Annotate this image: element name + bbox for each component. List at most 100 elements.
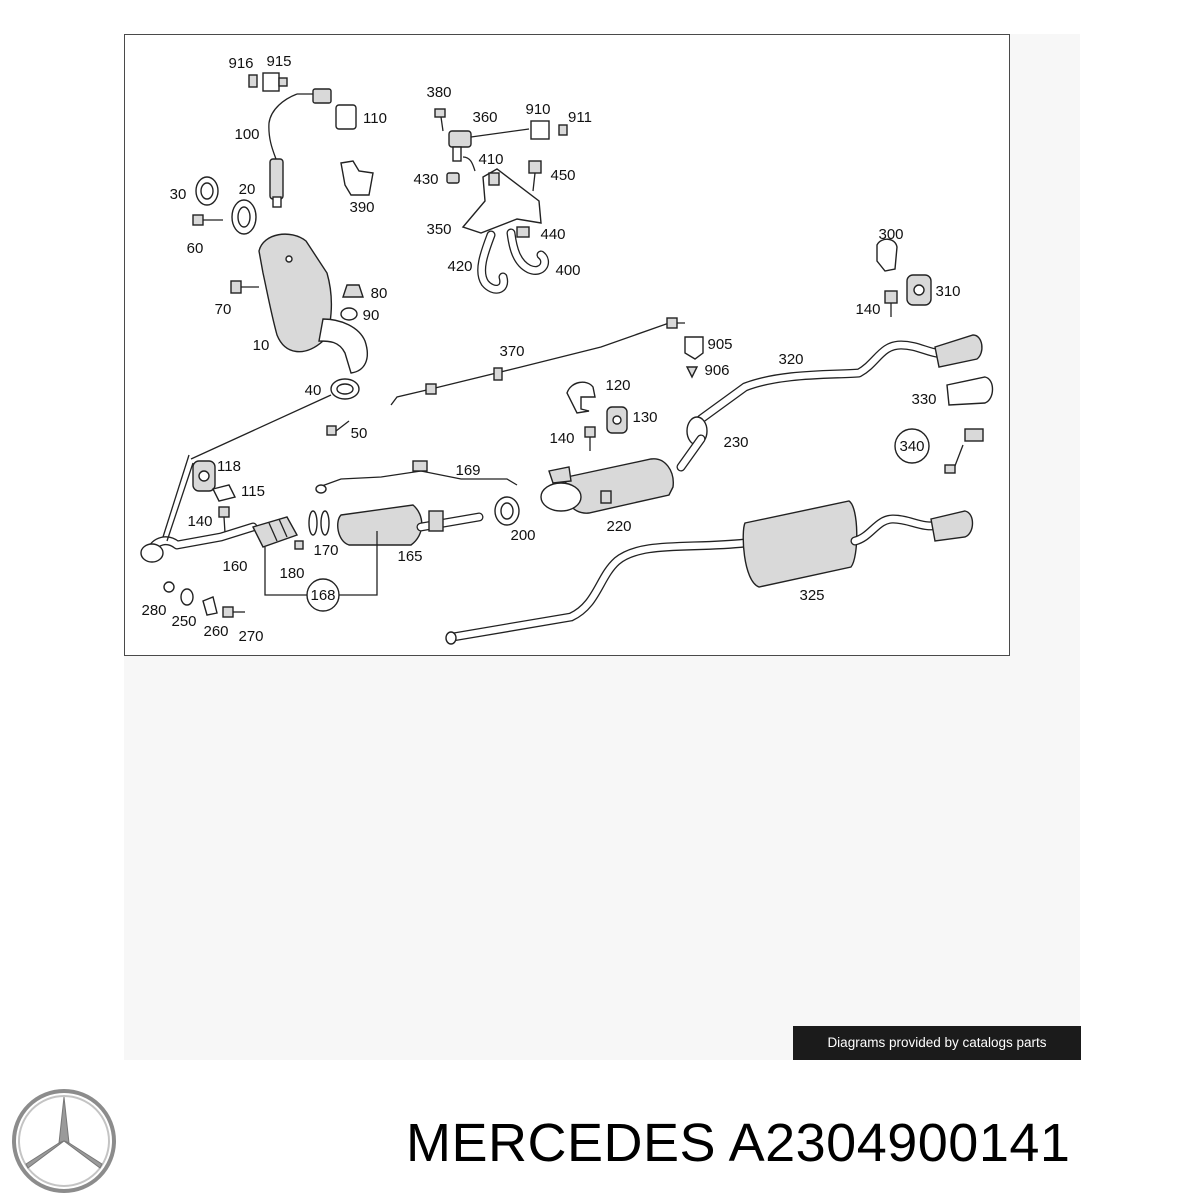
callout-label: 350 [426,221,451,238]
callout-label: 120 [605,377,630,394]
callout-label: 160 [222,558,247,575]
bracket-part-390 [340,160,374,196]
product-title: MERCEDES A2304900141 [406,1108,1192,1178]
callout-label: 50 [351,425,368,442]
callout-label: 380 [426,84,451,101]
callout-label: 330 [911,391,936,408]
bolt-part-380 [434,108,446,132]
washer-part-250 [180,588,194,606]
hanger-part-120 [566,381,596,414]
callout-label: 420 [447,258,472,275]
tailpipe-trim-part-330 [946,376,994,406]
bolt-part-450 [528,160,542,192]
bolt-part-50 [326,420,350,436]
particle-filter-part-165 [337,504,484,546]
connector-part-916 [248,74,258,88]
callout-label: 280 [141,602,166,619]
bolt-part-140-rear [884,290,898,317]
part-number: A2304900141 [728,1113,1071,1173]
clamp-part-20 [231,199,257,235]
gasket-part-180 [308,510,330,536]
callout-label: 911 [568,109,592,126]
callout-label: 440 [540,226,565,243]
bolt-part-70 [230,280,259,294]
callout-label: 200 [510,527,535,544]
callout-label: 115 [241,483,265,500]
plug-part-911 [558,124,568,136]
callout-label: 110 [363,110,387,127]
callout-label: 400 [555,262,580,279]
callout-label: 80 [371,285,388,302]
pressure-sensor-part-360 [448,128,530,162]
bolt-part-270 [222,606,245,618]
hose-part-420 [477,230,509,294]
callout-label: 410 [478,151,503,168]
callout-label: 450 [550,167,575,184]
plug-part-906 [685,366,699,379]
brand-name: MERCEDES [406,1113,717,1173]
callout-label: 360 [472,109,497,126]
connector-part-340 [944,428,984,474]
bracket-part-350 [461,168,542,234]
gasket-part-30 [195,176,219,206]
callout-label: 250 [171,613,196,630]
hose-part-400 [506,228,549,275]
callout-label: 180 [279,565,304,582]
bolt-part-140-front [218,506,230,534]
nut-part-80 [342,284,364,298]
connector-part-910 [530,120,550,140]
nut-part-90 [340,307,358,321]
callout-label: 906 [704,362,729,379]
callout-label: 260 [203,623,228,640]
diagram-credit-banner: Diagrams provided by catalogs parts [793,1026,1081,1060]
callout-label: 70 [215,301,232,318]
callout-label: 310 [935,283,960,300]
hanger-part-115 [211,484,237,502]
callout-label: 118 [217,458,241,475]
callout-label: 40 [305,382,322,399]
rear-silencer-part-325 [445,500,974,645]
callout-label: 90 [363,307,380,324]
clamp-part-40 [330,378,360,400]
callout-label: 370 [499,343,524,360]
callout-label: 910 [525,101,550,118]
callout-label: 165 [397,548,422,565]
callout-label: 20 [239,181,256,198]
callout-label: 140 [187,513,212,530]
bolt-part-60 [192,214,223,226]
bolt-part-140-mid [584,426,596,451]
front-pipe-part-160 [140,394,332,563]
callout-label: 220 [606,518,631,535]
connector-part-905 [684,336,704,360]
callout-label: 430 [413,171,438,188]
mercedes-star-icon [12,1089,116,1193]
callout-label: 390 [349,199,374,216]
hose-part-410 [462,156,476,172]
callout-label: 60 [187,240,204,257]
clamp-part-200 [494,496,520,526]
exhaust-parts-diagram: 9169151101003903020607080901040503803609… [140,53,994,645]
hanger-bracket-part-300 [876,238,898,272]
callout-label: 340 [899,438,924,455]
callout-label: 169 [455,462,480,479]
rubber-mount-part-310 [906,274,932,306]
callout-ring-340 [894,428,930,464]
callout-label: 100 [234,126,259,143]
flex-pipe-part-170 [251,516,304,550]
muffler-part-220 [540,434,706,514]
oxygen-sensor-part-100 [268,93,319,208]
callout-label: 168 [310,587,335,604]
rubber-mount-part-130 [606,406,628,434]
connector-part-110 [312,88,357,130]
washer-part-280 [163,581,175,593]
callout-label: 270 [238,628,263,645]
connector-part-915 [262,72,288,92]
callout-label: 905 [707,336,732,353]
callout-label: 230 [723,434,748,451]
clip-part-430 [446,172,460,184]
callout-label: 140 [549,430,574,447]
callout-label: 170 [313,542,338,559]
callout-label: 10 [253,337,270,354]
